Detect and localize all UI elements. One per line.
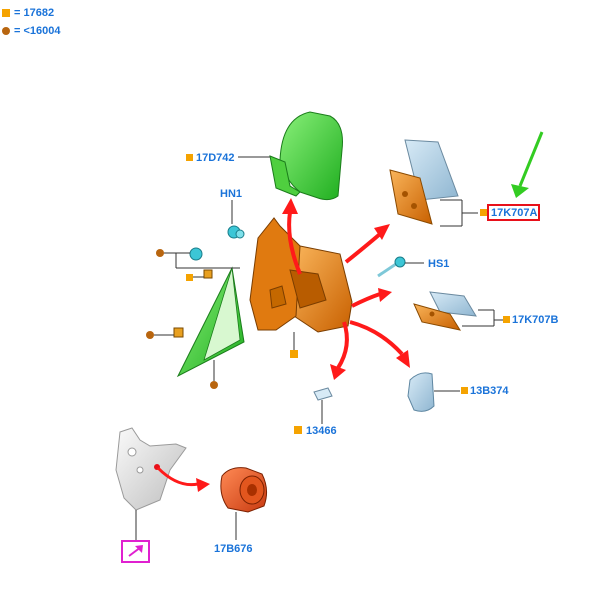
circle-marker-icon [210, 381, 218, 389]
part-arm-cover[interactable] [176, 266, 245, 378]
part-fastener-middle[interactable] [203, 269, 213, 279]
explode-arrow-up [282, 198, 302, 275]
part-label-13466[interactable]: 13466 [306, 425, 337, 437]
part-screw-HS1[interactable] [377, 256, 406, 278]
square-marker-icon [186, 274, 193, 281]
part-label-17D742[interactable]: 17D742 [196, 152, 235, 164]
circle-marker-icon [156, 249, 164, 257]
legend: = 17682 = <16004 [2, 4, 61, 40]
square-marker-icon [290, 350, 298, 358]
square-marker-icon [294, 426, 302, 434]
square-marker-icon [503, 316, 510, 323]
part-label-HN1[interactable]: HN1 [220, 188, 242, 200]
part-label-17K707A[interactable]: 17K707A [491, 207, 538, 219]
square-marker-icon [2, 9, 10, 17]
explode-arrow-bracket [156, 466, 210, 492]
circle-marker-icon [2, 27, 10, 35]
explode-arrow-down [330, 321, 349, 380]
highlight-box [487, 204, 540, 221]
part-mirror-motor[interactable] [220, 467, 268, 513]
legend-circle-text: = <16004 [14, 25, 61, 37]
part-fastener-lower[interactable] [173, 327, 184, 338]
part-label-13B374[interactable]: 13B374 [470, 385, 509, 397]
link-button[interactable] [121, 540, 150, 563]
square-marker-icon [186, 154, 193, 161]
part-mirror-cover[interactable] [269, 111, 343, 201]
part-mirror-housing[interactable] [249, 217, 353, 333]
legend-square-text: = 17682 [14, 7, 55, 19]
explode-arrow-downright [349, 320, 410, 368]
part-mounting-bracket[interactable] [115, 427, 187, 511]
part-nut-HN1[interactable] [227, 225, 245, 239]
explode-arrow-right [351, 288, 392, 308]
square-marker-icon [461, 387, 468, 394]
legend-row-circle: = <16004 [2, 22, 61, 40]
part-bulb[interactable] [313, 387, 333, 401]
explode-arrow-upright [344, 224, 390, 264]
part-mirror-glass-A[interactable] [389, 139, 459, 225]
part-fastener-upper[interactable] [189, 247, 203, 261]
part-label-HS1[interactable]: HS1 [428, 258, 449, 270]
part-label-17K707B[interactable]: 17K707B [512, 314, 559, 326]
part-mirror-glass-B[interactable] [413, 291, 477, 331]
square-marker-icon [480, 209, 487, 216]
part-label-17B676[interactable]: 17B676 [214, 543, 253, 555]
circle-marker-icon [146, 331, 154, 339]
external-link-arrow-icon [128, 545, 143, 557]
part-side-lamp[interactable] [407, 372, 435, 412]
legend-row-square: = 17682 [2, 4, 61, 22]
green-pointer-arrow-icon [511, 131, 544, 198]
